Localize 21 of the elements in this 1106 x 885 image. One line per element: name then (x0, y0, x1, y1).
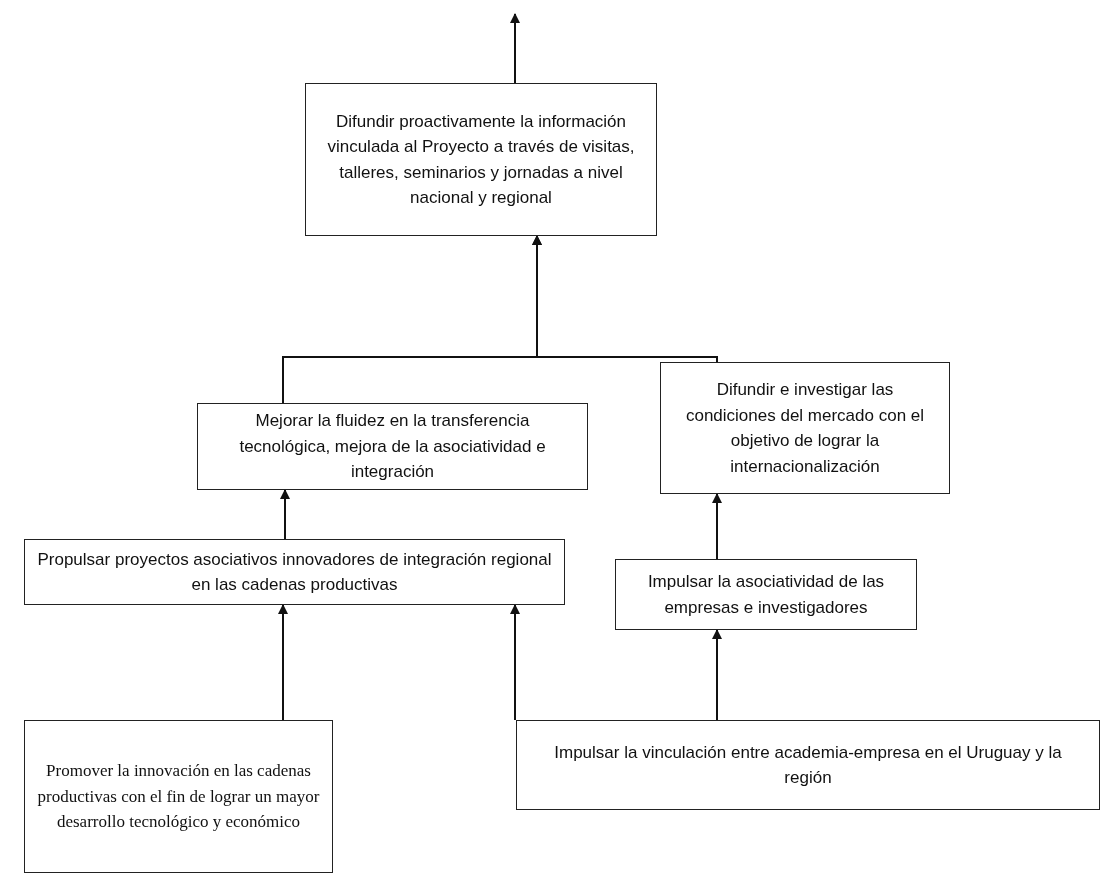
process-box (660, 362, 950, 494)
box-text: Mejorar la fluidez en la transferencia tecnológica, mejora de la asociatividad e integración (238, 410, 547, 484)
box-text: Promover la innovación en las cadenas productivas con el fin de lograr un mayor desarrollo tecnológico y económico (37, 760, 320, 834)
process-box (615, 559, 917, 630)
box-text: Impulsar la vinculación entre academia-empresa en el Uruguay y la región (553, 741, 1063, 789)
arrow (510, 604, 520, 721)
process-box (305, 83, 657, 236)
process-box (516, 720, 1100, 810)
process-box (197, 403, 588, 490)
box-text: Difundir proactivamente la información vinculada al Proyecto a través de visitas, talleres, seminarios y jornadas a nivel nacional y regional (326, 110, 636, 209)
arrow (712, 493, 722, 560)
box-text: Difundir e investigar las condiciones del mercado con el objetivo de lograr la internacionalización (684, 379, 926, 478)
process-box (24, 539, 565, 605)
process-box (24, 720, 333, 873)
arrow (532, 235, 718, 363)
arrow (278, 604, 288, 721)
box-text: Propulsar proyectos asociativos innovadores de integración regional en las cadenas productivas (37, 548, 552, 596)
box-text: Impulsar la asociatividad de las empresas e investigadores (646, 571, 886, 619)
arrow (510, 13, 520, 84)
arrow (280, 489, 290, 540)
arrow (712, 629, 722, 721)
